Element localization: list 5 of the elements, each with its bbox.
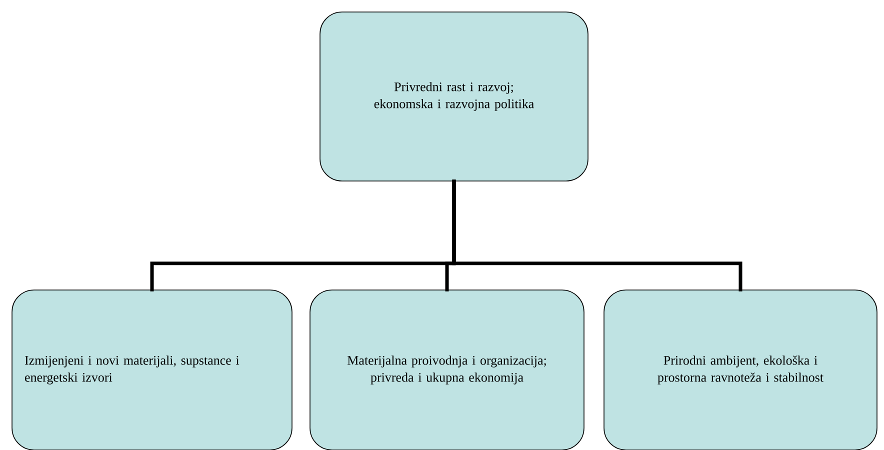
connector-line (452, 180, 742, 292)
process-box: Materijalna proivodnja i organizacija; privreda i ukupna ekonomija (310, 290, 584, 450)
process-box: Prirodni ambijent, ekološka i prostorna ravnoteža i stabilnost (604, 290, 878, 450)
process-box: Privredni rast i razvoj; ekonomska i razvojna politika (320, 12, 588, 182)
process-box: Izmijenjeni i novi materijali, supstance i energetski izvori (12, 290, 292, 450)
